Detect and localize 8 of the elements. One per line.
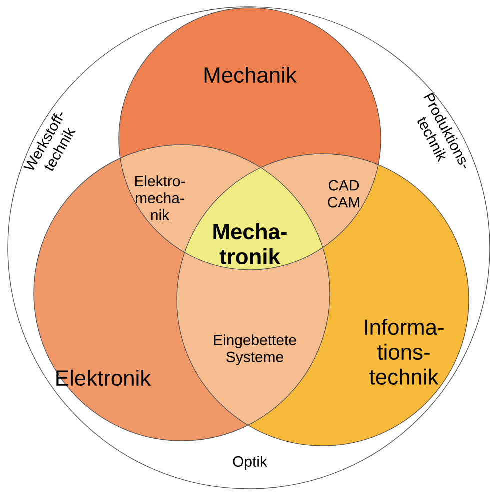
circle-label: Mechanik xyxy=(204,66,297,84)
circle-label: Informa- tions- technik xyxy=(365,319,444,385)
region-label: Mecha- tronik xyxy=(214,224,287,264)
region-label: Elektro- mecha- nik xyxy=(135,176,186,220)
region-label: Eingebettete Systeme xyxy=(214,334,296,366)
region-label: CAD CAM xyxy=(328,180,360,208)
circle xyxy=(118,8,382,270)
ring-label: Optik xyxy=(233,456,268,470)
